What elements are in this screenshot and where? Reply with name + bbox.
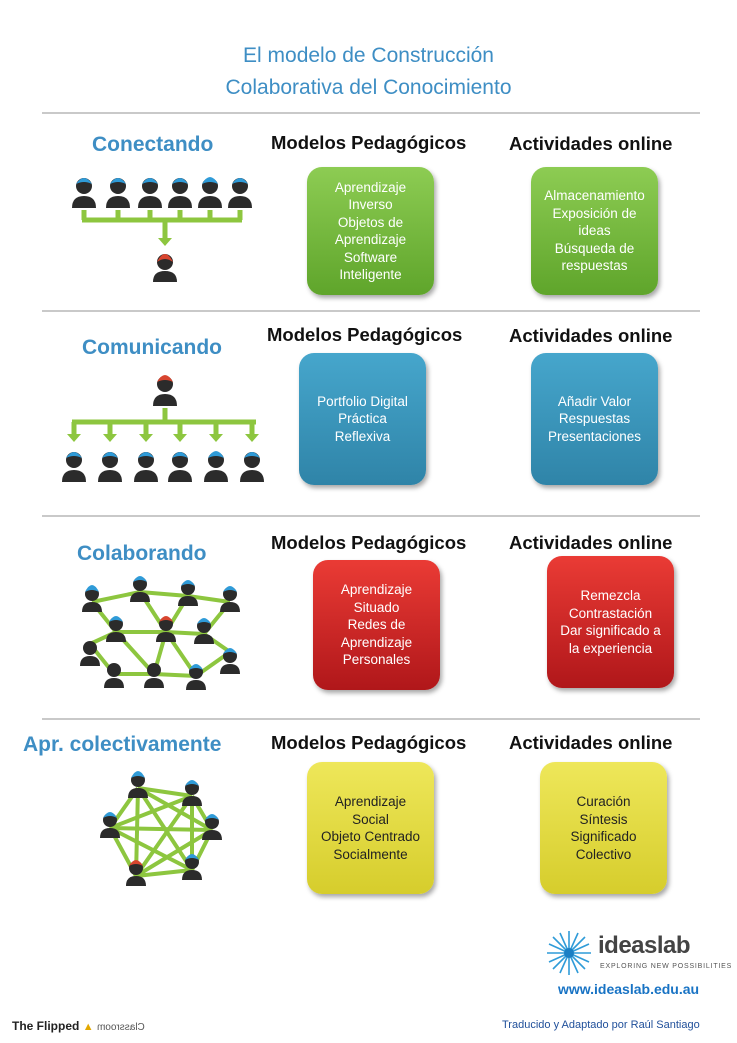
- activities-item: Curación: [576, 794, 631, 809]
- activities-item: Búsqueda de: [554, 240, 635, 256]
- models-item: Socialmente: [333, 846, 408, 862]
- divider: [42, 515, 700, 517]
- column-header-activities: Actividades online: [509, 133, 673, 154]
- models-item: Práctica: [338, 411, 387, 427]
- activities-box-colectivamente: Curación Síntesis Significado Colectivo: [540, 762, 667, 894]
- activities-item: Exposición de: [552, 205, 637, 221]
- activities-item: Dar significado a: [560, 623, 661, 638]
- column-header-models: Modelos Pedagógicos: [267, 324, 463, 345]
- ideaslab-tagline: EXPLORING NEW POSSIBILITIES: [600, 963, 733, 970]
- translation-credit: Traducido y Adaptado por Raúl Santiago: [502, 1019, 700, 1031]
- ideaslab-starburst-icon: [547, 931, 591, 975]
- divider: [42, 310, 700, 312]
- column-header-activities: Actividades online: [509, 325, 673, 346]
- column-header-models: Modelos Pedagógicos: [271, 532, 467, 553]
- models-box-conectando: Aprendizaje Inverso Objetos de Aprendiza…: [307, 167, 434, 295]
- activities-item: Respuestas: [558, 411, 631, 427]
- activities-item: Colectivo: [575, 846, 632, 862]
- models-item: Reflexiva: [334, 428, 391, 444]
- models-item: Software: [343, 249, 398, 265]
- column-header-activities: Actividades online: [509, 532, 673, 553]
- models-box-colectivamente: Aprendizaje Social Objeto Centrado Socia…: [307, 762, 434, 894]
- models-item: Aprendizaje: [334, 232, 407, 247]
- divider: [42, 718, 700, 720]
- models-item: Inverso: [348, 197, 393, 212]
- models-item: Portfolio Digital: [317, 393, 408, 409]
- flipped-logo-left: The Flipped: [12, 1019, 80, 1033]
- models-item: Redes de: [347, 617, 406, 633]
- models-item: Inteligente: [339, 267, 402, 282]
- activities-item: Almacenamiento: [544, 188, 645, 204]
- column-header-activities: Actividades online: [509, 732, 673, 753]
- activities-item: Presentaciones: [547, 428, 642, 444]
- conectando-network-icon: [72, 177, 252, 282]
- models-box-colaborando: Aprendizaje Situado Redes de Aprendizaje…: [313, 560, 440, 690]
- section-title-colectivamente: Apr. colectivamente: [23, 733, 222, 756]
- models-item: Aprendizaje: [340, 582, 413, 598]
- models-item: Aprendizaje: [334, 179, 407, 195]
- lightbulb-icon: ▲: [82, 1021, 94, 1033]
- activities-item: respuestas: [561, 258, 628, 274]
- models-item: Situado: [353, 599, 400, 615]
- section-title-conectando: Conectando: [92, 133, 214, 156]
- activities-box-comunicando: Añadir Valor Respuestas Presentaciones: [531, 353, 658, 485]
- models-item: Objeto Centrado: [320, 829, 421, 844]
- activities-item: Síntesis: [579, 811, 628, 827]
- models-box-comunicando: Portfolio Digital Práctica Reflexiva: [299, 353, 426, 485]
- comunicando-broadcast-icon: [62, 375, 264, 482]
- page-title-line-2: Colaborativa del Conocimiento: [225, 76, 512, 99]
- models-item: Personales: [342, 652, 411, 668]
- activities-item: Contrastación: [568, 605, 653, 621]
- column-header-models: Modelos Pedagógicos: [271, 132, 467, 153]
- activities-box-colaborando: Remezcla Contrastación Dar significado a…: [547, 556, 674, 688]
- activities-item: Añadir Valor: [557, 393, 632, 409]
- section-title-colaborando: Colaborando: [77, 542, 207, 565]
- divider: [42, 112, 700, 114]
- activities-item: Remezcla: [580, 588, 641, 603]
- models-item: Social: [352, 811, 389, 827]
- flipped-classroom-logo: The Flipped ▲ Classroom: [12, 1019, 145, 1033]
- website-link[interactable]: www.ideaslab.edu.au: [558, 981, 700, 997]
- colaborando-network-icon: [80, 576, 240, 690]
- colectivamente-mesh-icon: [100, 771, 222, 886]
- activities-item: ideas: [578, 223, 611, 239]
- activities-box-conectando: Almacenamiento Exposición de ideas Búsqu…: [531, 167, 658, 295]
- ideaslab-logo-text: ideaslab: [598, 932, 691, 959]
- models-item: Aprendizaje: [334, 794, 407, 809]
- page-title-line-1: El modelo de Construcción: [243, 44, 494, 67]
- section-title-comunicando: Comunicando: [82, 336, 222, 359]
- flipped-logo-right: Classroom: [96, 1022, 145, 1033]
- models-item: Objetos de: [337, 214, 404, 230]
- activities-item: Significado: [570, 829, 637, 844]
- activities-item: la experiencia: [568, 640, 653, 656]
- models-item: Aprendizaje: [340, 634, 413, 650]
- column-header-models: Modelos Pedagógicos: [271, 732, 467, 753]
